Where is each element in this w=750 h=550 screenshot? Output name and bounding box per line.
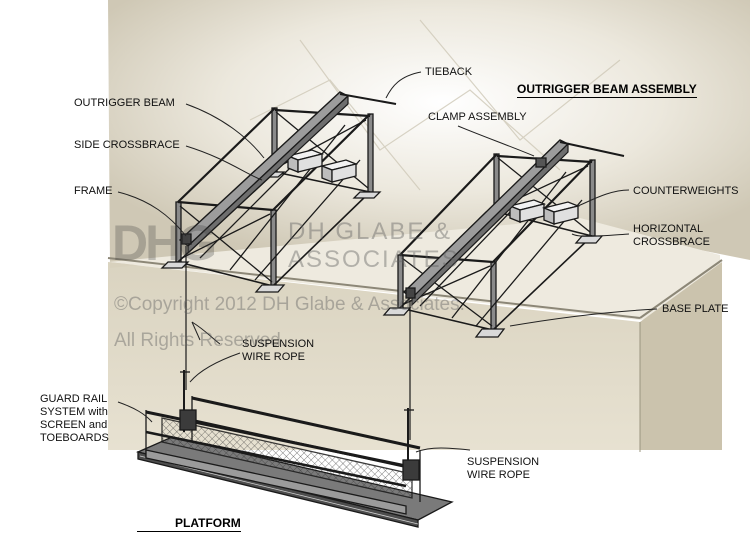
label-suspension-upper-line2: WIRE ROPE xyxy=(242,351,305,363)
label-horizontal-crossbrace: HORIZONTAL CROSSBRACE xyxy=(633,223,710,249)
leader-lines xyxy=(117,71,658,453)
label-side-crossbrace: SIDE CROSSBRACE xyxy=(74,139,180,151)
building-wall xyxy=(108,262,640,452)
label-outrigger-beam: OUTRIGGER BEAM xyxy=(74,97,175,109)
watermark-rights: All Rights Reserved. xyxy=(114,330,287,351)
platform-assembly xyxy=(135,370,454,528)
label-guard-rail-line3: SCREEN and xyxy=(40,419,108,431)
watermark-logo: DHG xyxy=(112,215,217,271)
roof-surface xyxy=(108,218,720,320)
watermark-line2: ASSOCIATES xyxy=(288,246,460,273)
label-clamp-assembly: CLAMP ASSEMBLY xyxy=(428,111,527,123)
label-platform: PLATFORM xyxy=(137,516,241,532)
label-tieback: TIEBACK xyxy=(425,66,473,78)
right-outrigger xyxy=(382,139,625,440)
label-suspension-wire-rope-upper: SUSPENSION WIRE ROPE xyxy=(242,338,314,364)
label-suspension-lower-line2: WIRE ROPE xyxy=(467,469,530,481)
label-guard-rail-line4: TOEBOARDS xyxy=(40,432,109,444)
label-suspension-wire-rope-lower: SUSPENSION WIRE ROPE xyxy=(467,456,539,482)
label-frame: FRAME xyxy=(74,185,113,197)
label-base-plate: BASE PLATE xyxy=(662,303,729,315)
label-suspension-upper-line1: SUSPENSION xyxy=(242,338,315,350)
left-outrigger xyxy=(160,91,397,390)
label-horizontal-crossbrace-line1: HORIZONTAL xyxy=(633,223,704,235)
building-wall-side xyxy=(640,262,722,452)
watermark-line1: DH GLABE & xyxy=(288,218,453,245)
label-suspension-lower-line1: SUSPENSION xyxy=(467,456,540,468)
watermark-copyright: ©Copyright 2012 DH Glabe & Associates. xyxy=(114,294,465,315)
label-horizontal-crossbrace-line2: CROSSBRACE xyxy=(633,236,711,248)
label-guard-rail-line2: SYSTEM with xyxy=(40,406,108,418)
diagram-title: OUTRIGGER BEAM ASSEMBLY xyxy=(517,82,697,98)
label-guard-rail-line1: GUARD RAIL xyxy=(40,393,108,405)
label-guard-rail-system: GUARD RAIL SYSTEM with SCREEN and TOEBOA… xyxy=(40,393,109,445)
label-counterweights: COUNTERWEIGHTS xyxy=(633,185,739,197)
